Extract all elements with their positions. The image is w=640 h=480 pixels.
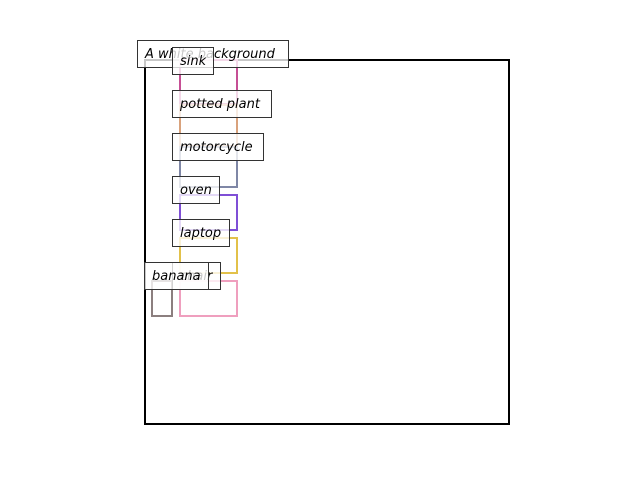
laptop-label: laptop [172, 219, 230, 247]
potted-plant-label: potted plant [172, 90, 272, 118]
sink-label: sink [172, 47, 214, 75]
banana-label: banana [144, 262, 209, 290]
motorcycle-label: motorcycle [172, 133, 264, 161]
canvas-frame [144, 59, 510, 425]
oven-label: oven [172, 176, 220, 204]
